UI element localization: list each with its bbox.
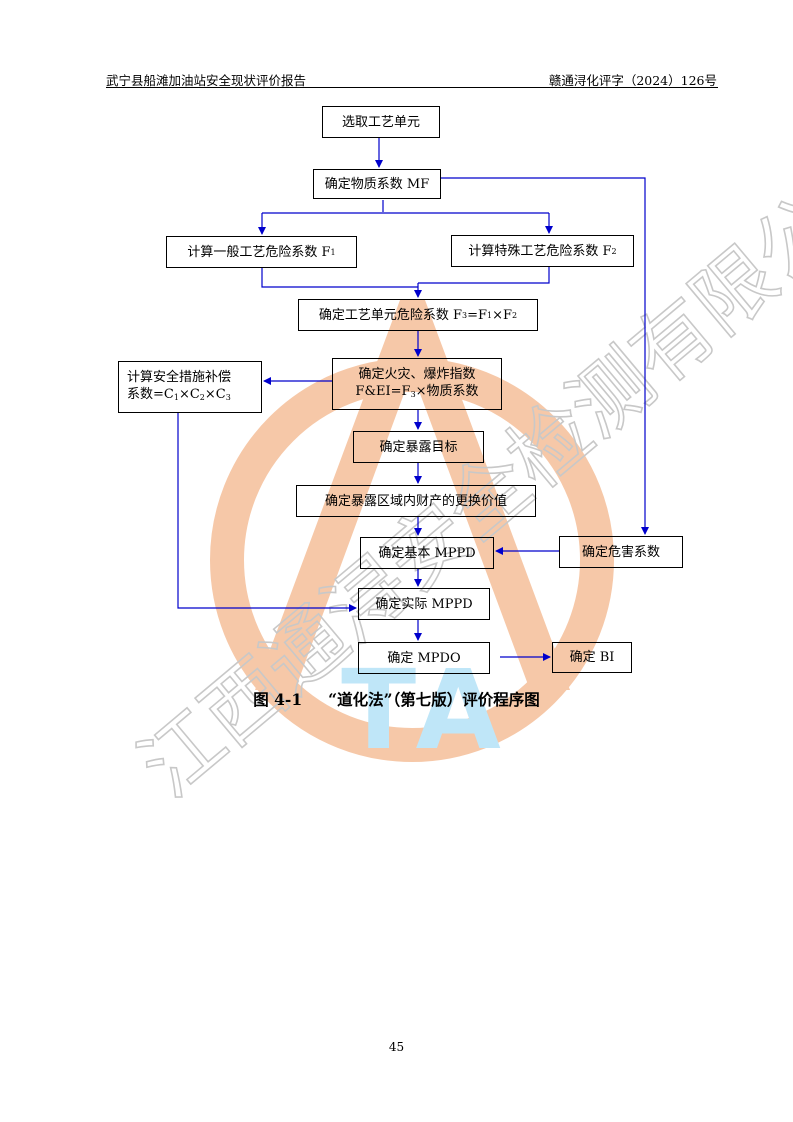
report-header-title: 武宁县船滩加油站安全现状评价报告	[106, 73, 307, 88]
figure-title: “道化法”（第七版）评价程序图	[328, 690, 540, 709]
node-actual-mppd: 确定实际 MPPD	[358, 588, 490, 620]
header-rule	[106, 87, 718, 88]
node-mpdo: 确定 MPDO	[358, 642, 490, 674]
node-damage-factor: 确定危害系数	[559, 536, 683, 568]
node-material-factor: 确定物质系数 MF	[313, 169, 441, 199]
watermark-a-shape	[255, 300, 570, 690]
watermark-logo-letters: TA	[341, 646, 509, 774]
node-exposure-target: 确定暴露目标	[353, 431, 484, 463]
page-number: 45	[388, 1040, 405, 1054]
figure-caption: 图 4-1 “道化法”（第七版）评价程序图	[0, 688, 793, 710]
node-exposure-replacement-value: 确定暴露区域内财产的更换价值	[296, 485, 536, 517]
node-safety-credit-factor: 计算安全措施补偿 系数=C1×C2×C3	[118, 361, 262, 413]
node-base-mppd: 确定基本 MPPD	[360, 537, 494, 569]
node-fire-explosion-index: 确定火灾、爆炸指数 F&EI=F3×物质系数	[332, 358, 502, 410]
node-select-unit: 选取工艺单元	[322, 106, 440, 138]
report-header-number: 赣通浔化评字（2024）126号	[548, 73, 717, 88]
node-bi: 确定 BI	[552, 642, 632, 673]
figure-number: 图 4-1	[253, 690, 303, 709]
